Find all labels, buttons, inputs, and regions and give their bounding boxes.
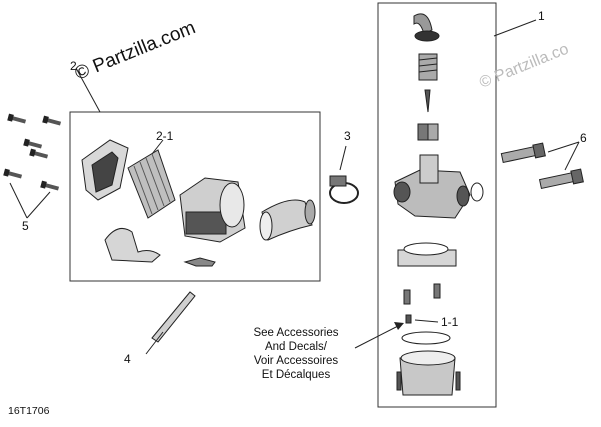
hose-clamp <box>329 175 359 204</box>
intake-boot <box>259 199 316 241</box>
float <box>397 242 457 267</box>
main-jet <box>405 314 412 324</box>
callout-2: 2 <box>70 59 77 73</box>
o-ring <box>470 182 484 202</box>
leader-lines <box>9 19 580 355</box>
float-bowl-gasket <box>401 331 451 345</box>
float-bowl-screws <box>396 371 461 391</box>
arrow-head <box>394 322 404 330</box>
throttle-cable-elbow <box>413 13 440 42</box>
note-line-4: Et Décalques <box>262 369 331 381</box>
airbox-snorkel <box>104 227 161 263</box>
air-filter-assembly-box <box>69 111 321 282</box>
bolt-lower <box>538 168 584 190</box>
callout-5: 5 <box>22 219 29 233</box>
callout-1-1: 1-1 <box>441 315 459 329</box>
note-line-2: And Decals/ <box>265 341 328 353</box>
bolt-upper <box>500 142 546 164</box>
note-line-1: See Accessories <box>253 327 338 339</box>
callout-1: 1 <box>538 9 545 23</box>
jet-needle <box>424 89 431 113</box>
drain-hose <box>151 291 196 343</box>
carburetor-assembly-box <box>377 2 497 408</box>
callout-3: 3 <box>344 129 351 143</box>
float-bowl <box>399 350 456 396</box>
carburetor-body <box>393 154 471 219</box>
airbox-cover <box>81 139 129 201</box>
watermark-faint: © Partzilla.co <box>477 41 571 92</box>
note-line-3: Voir Accessoires <box>254 355 339 367</box>
diagram-code: 16T1706 <box>8 405 50 417</box>
watermark-main: © Partzilla.com <box>72 17 199 84</box>
throttle-spring <box>418 53 438 81</box>
callout-2-1: 2-1 <box>156 129 174 143</box>
airbox-housing <box>179 177 246 243</box>
air-filter-element <box>127 149 176 219</box>
throttle-slide <box>417 123 439 141</box>
screw-group-5 <box>3 113 62 191</box>
callout-6: 6 <box>580 131 587 145</box>
float-needle-valves <box>403 283 441 305</box>
clip-small <box>183 257 216 267</box>
callout-4: 4 <box>124 352 131 366</box>
